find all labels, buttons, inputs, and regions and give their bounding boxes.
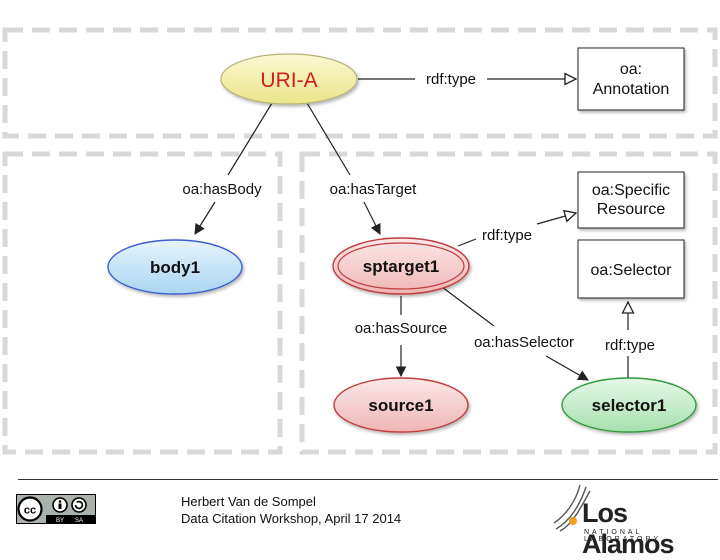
selector1-label: selector1 bbox=[592, 396, 667, 415]
edges bbox=[194, 79, 628, 381]
label-has-selector: oa:hasSelector bbox=[474, 334, 574, 351]
share-alike-icon bbox=[71, 497, 87, 513]
annotation-diagram: rdf:type oa:hasBody oa:hasTarget rdf:typ… bbox=[2, 27, 718, 455]
sptarget1-node bbox=[332, 237, 470, 295]
specific-resource-class-box bbox=[577, 171, 685, 229]
class-boxes: oa: Annotation oa:Specific Resource oa:S… bbox=[577, 47, 685, 299]
cc-icon bbox=[17, 496, 43, 522]
edge-has-body-b bbox=[194, 201, 216, 235]
annotation-class-label-2: Annotation bbox=[593, 81, 670, 98]
uri-a-label: URI-A bbox=[260, 69, 317, 92]
edge-has-body-a bbox=[227, 102, 273, 176]
edge-type-specific-b bbox=[536, 213, 576, 225]
specific-resource-class-label-1: oa:Specific bbox=[592, 182, 670, 199]
annotation-class-label-1: oa: bbox=[620, 61, 642, 78]
label-type-annotation: rdf:type bbox=[426, 71, 476, 88]
creative-commons-badge[interactable]: cc BY SA bbox=[16, 494, 96, 524]
edge-type-specific-a bbox=[457, 238, 477, 247]
edge-has-target-b bbox=[363, 201, 381, 235]
edge-has-target-a bbox=[306, 102, 351, 176]
edge-has-selector-b bbox=[545, 355, 589, 381]
cc-label: cc bbox=[24, 505, 36, 517]
body-frame bbox=[2, 151, 283, 455]
group-frames bbox=[2, 27, 718, 455]
target-frame bbox=[299, 151, 718, 455]
resource-nodes: URI-A body1 sptarget1 source1 selector1 bbox=[107, 53, 697, 433]
selector1-node bbox=[561, 377, 697, 433]
specific-resource-class-label-2: Resource bbox=[597, 201, 666, 218]
sptarget1-label: sptarget1 bbox=[363, 257, 440, 276]
annotation-class-box bbox=[577, 47, 685, 111]
selector-class-box bbox=[577, 239, 685, 299]
sptarget1-node-ring bbox=[337, 242, 465, 290]
footer-credit: Herbert Van de Sompel Data Citation Work… bbox=[181, 493, 401, 527]
selector-class-label: oa:Selector bbox=[591, 262, 673, 279]
body1-label: body1 bbox=[150, 258, 200, 277]
label-has-body: oa:hasBody bbox=[182, 181, 262, 198]
event-name: Data Citation Workshop, April 17 2014 bbox=[181, 511, 402, 526]
uri-a-node bbox=[220, 53, 358, 105]
label-type-specific: rdf:type bbox=[482, 227, 532, 244]
footer-divider bbox=[18, 479, 718, 480]
los-alamos-logo: Los Alamos NATIONAL LABORATORY bbox=[548, 483, 708, 559]
author-name: Herbert Van de Sompel bbox=[181, 494, 316, 509]
edge-labels: rdf:type oa:hasBody oa:hasTarget rdf:typ… bbox=[182, 71, 655, 354]
edge-has-selector-a bbox=[441, 286, 495, 327]
sa-label: SA bbox=[75, 518, 83, 524]
body1-node bbox=[107, 239, 243, 295]
by-label: BY bbox=[56, 518, 64, 524]
source1-node bbox=[333, 377, 469, 433]
source1-label: source1 bbox=[368, 396, 433, 415]
atom-icon bbox=[553, 484, 591, 532]
label-has-source: oa:hasSource bbox=[355, 320, 448, 337]
label-type-selector: rdf:type bbox=[605, 337, 655, 354]
logo-subtitle: NATIONAL LABORATORY bbox=[584, 529, 662, 543]
label-has-target: oa:hasTarget bbox=[330, 181, 418, 198]
annotation-frame bbox=[2, 27, 718, 139]
